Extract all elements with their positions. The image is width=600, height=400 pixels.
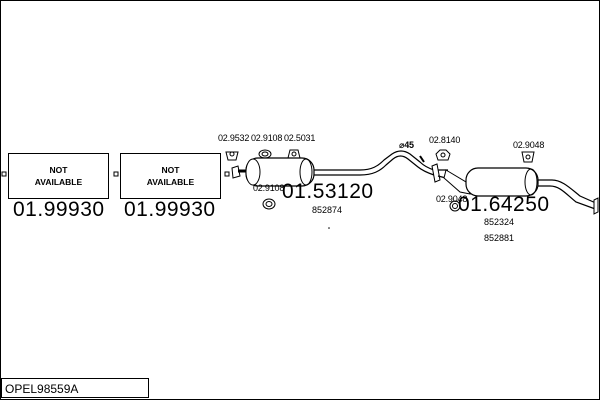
rear-mount xyxy=(443,169,471,195)
tail-pipe xyxy=(538,179,599,205)
rear-flange xyxy=(431,163,441,183)
part-number-rear-muffler: 01.64250 xyxy=(458,193,550,216)
part-number-box2: 01.99930 xyxy=(124,198,216,221)
ref-center-muffler: 852874 xyxy=(312,205,343,215)
mid-pipe xyxy=(314,150,435,171)
model-code: OPEL98559A xyxy=(5,382,79,396)
clamp-icon-02-9532 xyxy=(225,151,239,161)
clamp-label-02-9048-top: 02.9048 xyxy=(513,140,545,150)
clamp-icon-02-9108-top xyxy=(258,149,272,159)
tail-end xyxy=(593,197,599,215)
not-available-box-2: NOT AVAILABLE xyxy=(120,153,221,199)
clamp-icon-02-5031 xyxy=(287,149,301,159)
clamp-icon-02-8140 xyxy=(435,149,451,161)
clamp-label-02-9108-bottom: 02.9108 xyxy=(253,183,285,193)
mid-pipe-lower xyxy=(314,155,435,176)
pipe-marker xyxy=(419,155,425,163)
diameter-label: ⌀45 xyxy=(399,140,414,150)
clamp-label-02-9048-bottom: 02.9048 xyxy=(436,194,468,204)
clamp-label-02-9532: 02.9532 xyxy=(218,133,250,143)
ref-rear-muffler-1: 852324 xyxy=(484,217,515,227)
dot-marker xyxy=(328,227,330,229)
box2-line1: NOT xyxy=(161,165,180,175)
connector-square-2 xyxy=(113,171,119,177)
front-flange xyxy=(231,165,241,179)
clamp-label-02-8140: 02.8140 xyxy=(429,135,461,145)
clamp-label-02-5031: 02.5031 xyxy=(284,133,316,143)
box1-line2: AVAILABLE xyxy=(34,177,83,187)
part-number-center-muffler: 01.53120 xyxy=(282,180,374,203)
box1-line1: NOT xyxy=(49,165,68,175)
box2-line2: AVAILABLE xyxy=(146,177,195,187)
clamp-icon-02-9108-bottom xyxy=(262,198,276,210)
connector-square-1 xyxy=(1,171,7,177)
clamp-label-02-9108-top: 02.9108 xyxy=(251,133,283,143)
rear-muffler xyxy=(465,167,539,197)
not-available-box-1: NOT AVAILABLE xyxy=(8,153,109,199)
part-number-box1: 01.99930 xyxy=(13,198,105,221)
tail-pipe-lower xyxy=(538,185,599,211)
connector-square-3 xyxy=(224,171,230,177)
clamp-icon-02-9048-bottom xyxy=(449,200,461,212)
center-muffler xyxy=(245,157,315,187)
ref-rear-muffler-2: 852881 xyxy=(484,233,515,243)
clamp-icon-02-9048-top xyxy=(521,151,535,163)
model-code-box: OPEL98559A xyxy=(1,378,149,398)
